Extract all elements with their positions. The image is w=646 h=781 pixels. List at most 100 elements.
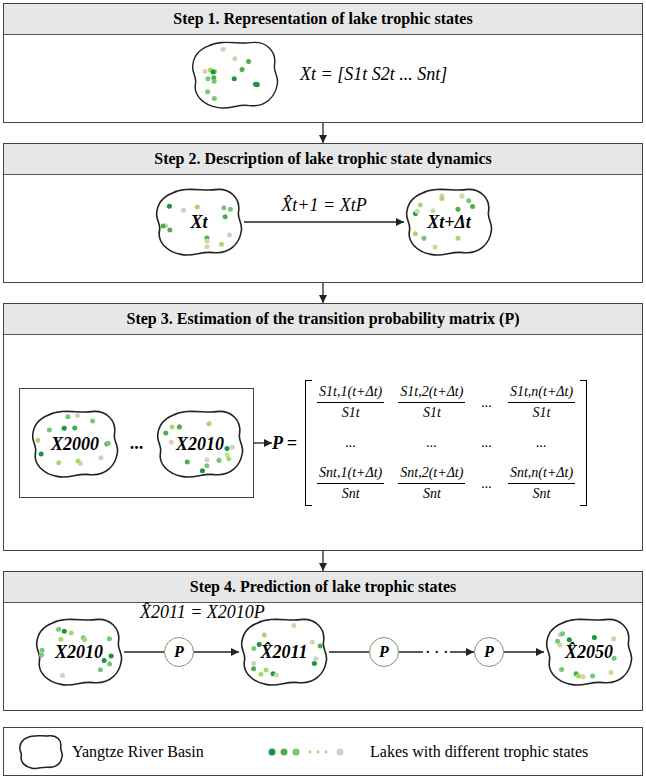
- lake-dot: [221, 47, 226, 52]
- lake-dot: [35, 438, 40, 443]
- edge-label: X̂t+1 = XtP: [279, 195, 368, 216]
- lake-dot: [98, 455, 103, 460]
- lake-dot: [200, 468, 205, 473]
- left-bracket: [305, 380, 312, 506]
- fraction-denominator: S1t: [531, 403, 553, 421]
- matrix-brackets: S1t,1(t+Δt)S1tS1t,2(t+Δt)S1t...S1t,n(t+Δ…: [305, 380, 587, 506]
- matrix-cell: S1t,1(t+Δt)S1t: [317, 384, 384, 421]
- flow-arrow: [329, 651, 369, 652]
- matrix-cell: Snt,1(t+Δt)Snt: [317, 465, 384, 502]
- lake-dot: [205, 76, 210, 81]
- lake-dot: [75, 458, 80, 463]
- lake-dot: [274, 673, 279, 678]
- lake-basin: Xt: [154, 186, 244, 258]
- matrix-cell: ...: [479, 476, 494, 492]
- matrix-symbol: P: [484, 643, 494, 661]
- fraction-numerator: Snt,1(t+Δt): [317, 465, 384, 484]
- lake-dot: [559, 667, 564, 672]
- lake-dot: [204, 457, 209, 462]
- ellipsis: ...: [425, 435, 440, 451]
- lake-basin: X2000: [30, 408, 120, 480]
- state-vector-label: X̂2050: [565, 642, 613, 663]
- lake-dot: [251, 646, 256, 651]
- lake-dot: [107, 661, 112, 666]
- lake-dot: [232, 76, 237, 81]
- lake-dot: [576, 674, 581, 679]
- basin-outline: [33, 411, 118, 477]
- lake-dot: [177, 424, 182, 429]
- matrix-cell: ...: [479, 435, 494, 451]
- lake-dot: [592, 635, 597, 640]
- flow-arrow: [254, 442, 272, 443]
- lake-basin: Xt+Δt: [404, 186, 494, 258]
- lake-dot: [195, 204, 200, 209]
- lake-dot: [185, 460, 190, 465]
- matrix-cell: Snt,2(t+Δt)Snt: [398, 465, 465, 502]
- basin-illustration: [193, 42, 278, 108]
- lake-dot: [251, 661, 256, 666]
- state-vector-label: Xt: [190, 212, 207, 233]
- legend-text: Yangtze River Basin: [72, 743, 204, 761]
- lake-dot: [62, 629, 67, 634]
- matrix-cell: ...: [534, 435, 549, 451]
- lake-dot: [109, 653, 114, 658]
- ellipsis: ...: [343, 435, 358, 451]
- formula: X̂2011 = X2010P: [140, 602, 265, 623]
- lake-dot: [98, 667, 103, 672]
- lake-dot: [167, 204, 172, 209]
- data-group-box: ...X2000X2010: [19, 388, 254, 498]
- basin-outline: [407, 189, 492, 255]
- lake-dot: [421, 236, 426, 241]
- fraction-denominator: S1t: [421, 403, 443, 421]
- state-vector-label: X2000: [51, 434, 99, 455]
- lake-dot: [251, 666, 256, 671]
- state-vector-label: Xt+Δt: [427, 212, 471, 233]
- basin-outline: [242, 619, 327, 685]
- legend-dots-sample: [266, 744, 362, 760]
- ellipsis: ...: [479, 395, 494, 411]
- lake-dot: [262, 633, 267, 638]
- transition-circle: P: [164, 637, 194, 667]
- lake-dot: [170, 425, 175, 430]
- lake-dot: [204, 463, 209, 468]
- lake-dot: [313, 656, 318, 661]
- lake-dot: [560, 631, 565, 636]
- fraction-numerator: S1t,1(t+Δt): [317, 384, 384, 403]
- state-vector-label: X2010: [55, 642, 103, 663]
- fraction-denominator: Snt: [421, 484, 443, 502]
- lake-dot: [264, 668, 269, 673]
- fraction-denominator: S1t: [340, 403, 362, 421]
- lake-dot: [580, 674, 585, 679]
- lake-dot: [224, 446, 229, 451]
- lake-dot: [455, 207, 460, 212]
- lake-dot: [413, 231, 418, 236]
- step-heading: Step 4. Prediction of lake trophic state…: [4, 572, 642, 603]
- legend-basin-sample: [18, 734, 64, 770]
- fraction-numerator: Snt,n(t+Δt): [508, 465, 575, 484]
- fraction-numerator: Snt,2(t+Δt): [398, 465, 465, 484]
- basin-outline: [547, 619, 632, 685]
- lake-dot: [106, 441, 111, 446]
- lake-dot: [204, 244, 209, 249]
- lake-dot: [227, 232, 232, 237]
- lake-dot: [205, 89, 210, 94]
- step-panel: Step 4. Prediction of lake trophic state…: [3, 571, 643, 711]
- matrix-cell: ...: [425, 435, 440, 451]
- lake-dot: [611, 636, 616, 641]
- lake-dot: [211, 69, 216, 74]
- lake-dot: [205, 238, 210, 243]
- edge-label: · · ·: [423, 642, 450, 663]
- formula: Xt = [S1t S2t ... Snt]: [300, 64, 447, 85]
- lake-dot: [456, 236, 461, 241]
- matrix-cell: Snt,n(t+Δt)Snt: [508, 465, 575, 502]
- lake-dot: [217, 458, 222, 463]
- lake-basin: X2010: [34, 616, 124, 688]
- lake-dot: [40, 648, 45, 653]
- lake-dot: [181, 208, 186, 213]
- lake-dot: [466, 198, 471, 203]
- matrix-cell: S1t,n(t+Δt)S1t: [508, 384, 575, 421]
- transition-circle: P: [474, 637, 504, 667]
- ellipsis: ...: [479, 435, 494, 451]
- lake-dot: [230, 445, 235, 450]
- lake-dot: [609, 670, 614, 675]
